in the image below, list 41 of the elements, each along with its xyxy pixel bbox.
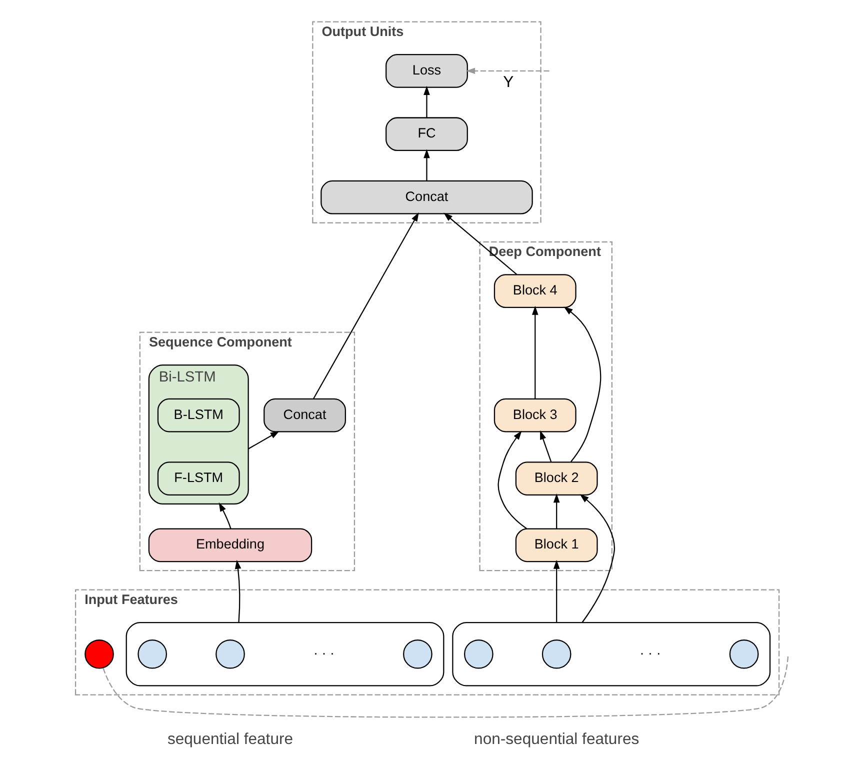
label: sequential feature [166,731,293,748]
arrow [443,212,517,275]
label: · · · [312,646,334,661]
node-box: F-LSTM [156,462,240,496]
edge-label: Y [502,74,514,91]
arrow [540,430,552,462]
node-box: Block 1 [514,528,598,562]
node-circle [215,639,244,669]
arrow [552,494,560,529]
node-box: FC [385,117,468,152]
node-circle [402,639,432,669]
node-box: Embedding [148,528,312,562]
cluster [452,622,770,686]
connector [102,654,788,718]
node-box: Block 3 [493,398,576,432]
node-circle [728,639,758,669]
node-box: Concat [263,398,346,432]
node-circle [541,639,571,669]
arrow [423,149,430,181]
node-box: Block 2 [514,462,598,496]
arrow [531,306,538,399]
arrow [312,212,418,399]
node-box: Block 4 [493,274,576,308]
arrow [248,430,279,450]
arrow [552,560,560,622]
node-circle [464,639,493,669]
node-box: Concat [320,180,532,214]
node-circle [137,639,167,669]
arrow [579,494,614,623]
label: non-sequential features [474,731,639,748]
label: · · · [639,646,660,661]
arrow [497,430,526,530]
arrow [234,560,241,623]
arrow [466,68,549,74]
node-box: Loss [385,54,468,88]
cluster [125,622,444,686]
arrow [423,86,430,118]
arrow [218,502,231,529]
node-circle [84,639,114,669]
arrow [563,306,601,462]
node-box: B-LSTM [156,398,240,432]
